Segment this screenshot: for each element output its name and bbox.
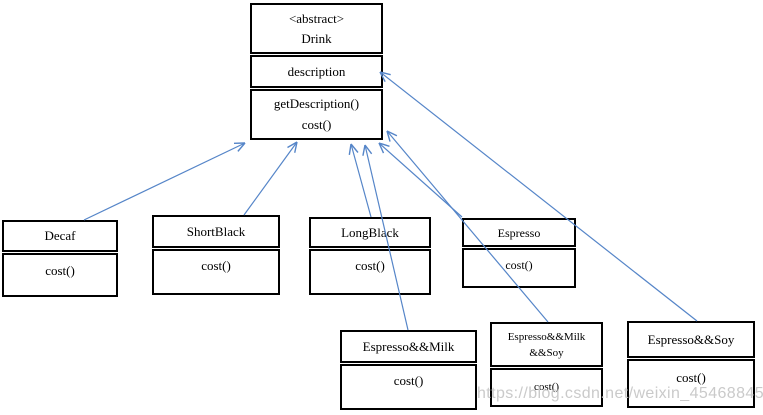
class-box-espresso: Espresso cost() (462, 218, 576, 289)
class-name-espresso-milk-soy-line2: &&Soy (529, 346, 564, 359)
inheritance-arrow (83, 142, 246, 221)
inheritance-arrow (378, 142, 463, 218)
class-stereotype: <abstract> (288, 10, 345, 26)
class-name-espresso-milk: Espresso&&Milk (362, 338, 455, 354)
inheritance-arrow (350, 143, 372, 218)
inheritance-arrow (386, 130, 391, 142)
class-box-espresso-soy: Espresso&&Soy cost() (627, 321, 755, 409)
class-box-drink: <abstract> Drink description getDescript… (250, 3, 383, 141)
class-box-espresso-milk-soy: Espresso&&Milk &&Soy cost() (490, 322, 603, 408)
class-method-cost: cost() (201, 258, 231, 273)
class-method-cost: cost() (676, 370, 706, 385)
inheritance-arrow (364, 144, 373, 155)
inheritance-arrow (294, 141, 298, 153)
inheritance-arrow (348, 143, 352, 155)
class-method-cost: cost() (45, 263, 75, 278)
inheritance-arrow (378, 142, 385, 154)
class-box-shortblack: ShortBlack cost() (152, 215, 280, 296)
class-method-cost: cost() (301, 117, 332, 132)
class-name-shortblack: ShortBlack (186, 223, 246, 239)
inheritance-arrow (350, 143, 359, 153)
inheritance-arrow (378, 142, 390, 148)
class-box-espresso-milk: Espresso&&Milk cost() (340, 330, 477, 411)
class-attribute-description: description (287, 63, 346, 79)
inheritance-arrow (287, 141, 298, 149)
class-name-decaf: Decaf (44, 228, 76, 243)
class-name-espresso: Espresso (497, 225, 541, 240)
class-method-cost: cost() (393, 373, 424, 388)
class-method-getdescription: getDescription() (273, 96, 360, 111)
class-box-longblack: LongBlack cost() (309, 217, 431, 296)
inheritance-arrow (237, 142, 246, 152)
inheritance-arrow (362, 144, 366, 156)
class-method-cost: cost() (505, 258, 533, 272)
class-name-drink: Drink (301, 30, 332, 46)
class-method-cost: cost() (533, 381, 560, 393)
class-method-cost: cost() (355, 258, 385, 273)
class-name-espresso-soy: Espresso&&Soy (647, 331, 735, 347)
csdn-watermark: https://blog.csdn.net/weixin_45468845 (477, 385, 763, 402)
inheritance-arrow (386, 130, 398, 137)
inheritance-arrow (243, 141, 298, 216)
class-name-espresso-milk-soy-line1: Espresso&&Milk (507, 330, 586, 343)
class-box-decaf: Decaf cost() (2, 220, 118, 298)
class-name-longblack: LongBlack (341, 224, 399, 240)
